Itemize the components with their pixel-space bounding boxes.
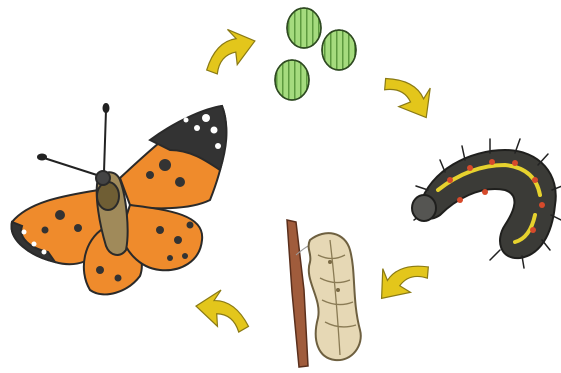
arrow-to-butterfly [192, 285, 255, 334]
arrow-to-caterpillar [379, 61, 443, 127]
egg [287, 8, 321, 48]
butterfly-eggs-icon [275, 8, 356, 100]
arrow-to-eggs [195, 21, 261, 77]
butterfly-icon [12, 104, 227, 294]
egg [322, 30, 356, 70]
arrow-to-pupa [367, 245, 433, 309]
chrysalis-icon [287, 220, 361, 367]
egg [275, 60, 309, 100]
antennae [38, 104, 109, 176]
caterpillar-icon [412, 139, 561, 268]
